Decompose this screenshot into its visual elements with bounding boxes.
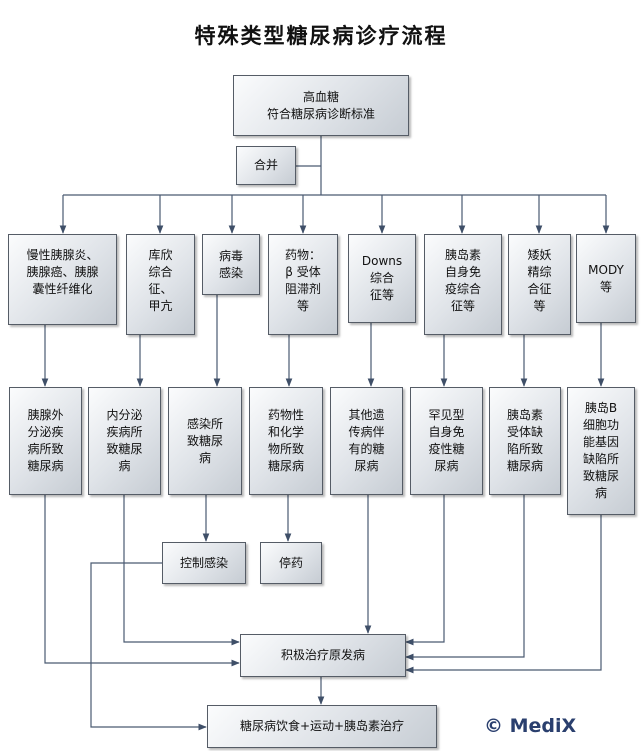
cause-leprechaunism-node: 矮妖 精综 合征 等 — [508, 234, 571, 335]
type-drug-chemical-node: 药物性 和化学 物所致 糖尿病 — [249, 387, 323, 495]
type-endocrine-node: 内分泌 疾病所 致糖尿 病 — [88, 387, 161, 495]
cause-downs-node: Downs 综合 征等 — [348, 234, 416, 323]
control-infection-to-final — [90, 562, 207, 731]
final-treatment-node: 糖尿病饮食+运动+胰岛素治疗 — [207, 705, 437, 748]
type-autoimmune-node: 罕见型 自身免 疫性糖 尿病 — [410, 387, 483, 495]
cause-insulin-autoimmune-node: 胰岛素 自身免 疫综合 征等 — [424, 234, 502, 335]
hyperglycemia-node: 高血糖 符合糖尿病诊断标准 — [233, 75, 409, 136]
type-insulin-receptor-node: 胰岛素 受体缺 陷所致 糖尿病 — [489, 387, 561, 495]
cause-mody-node: MODY 等 — [576, 234, 636, 323]
type8-to-treat — [405, 515, 602, 674]
control-infection-node: 控制感染 — [162, 542, 246, 584]
cause-pancreatic-node: 慢性胰腺炎、 胰腺癌、胰腺 囊性纤维化 — [8, 234, 117, 325]
type1-to-treat — [44, 495, 240, 667]
treat-primary-node: 积极治疗原发病 — [240, 634, 406, 677]
type-exocrine-pancreas-node: 胰腺外 分泌疾 病所致 糖尿病 — [9, 387, 82, 495]
stop-drug-node: 停药 — [260, 542, 322, 584]
type-genetic-syndrome-node: 其他遗 传病伴 有的糖 尿病 — [330, 387, 403, 495]
watermark: © MediX — [484, 715, 577, 737]
diagram-title: 特殊类型糖尿病诊疗流程 — [194, 24, 448, 48]
type6-to-treat — [405, 495, 445, 646]
cause-virus-node: 病毒 感染 — [202, 234, 260, 295]
type2-to-treat — [123, 495, 240, 646]
type-infection-node: 感染所 致糖尿 病 — [168, 387, 242, 495]
combined-node: 合并 — [236, 146, 296, 185]
cause-endocrine-node: 库欣 综合 征、 甲亢 — [126, 234, 195, 335]
type7-to-treat — [405, 495, 525, 661]
cause-drug-node: 药物： β 受体 阻滞剂 等 — [268, 234, 338, 335]
type-beta-cell-node: 胰岛B 细胞功 能基因 缺陷所 致糖尿 病 — [567, 387, 635, 515]
